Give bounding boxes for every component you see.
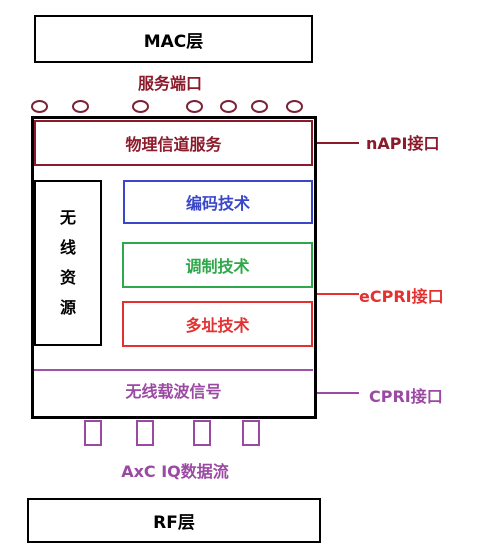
coding-tech-label: 编码技术 — [185, 194, 250, 213]
napi-interface-label: nAPI接口 — [366, 134, 440, 153]
radio-resources-box: 无 线 资 源 — [34, 180, 102, 346]
axc-iq-stream-label: AxC IQ数据流 — [121, 462, 229, 481]
ecpri-connector-line — [317, 293, 359, 295]
service-port-circle — [31, 100, 48, 113]
napi-connector-line — [317, 142, 359, 144]
axc-port — [84, 420, 102, 446]
modulation-tech-box: 调制技术 — [122, 242, 313, 288]
service-port-circle — [186, 100, 203, 113]
radio-resources-char: 无 — [59, 208, 76, 227]
physical-layer-box — [31, 116, 317, 419]
rf-layer-label: RF层 — [153, 513, 195, 533]
radio-carrier-signal-area: 无线载波信号 — [34, 372, 313, 408]
service-port-circle — [251, 100, 268, 113]
service-port-circle — [72, 100, 89, 113]
multiple-access-tech-label: 多址技术 — [185, 316, 250, 335]
ecpri-interface-label: eCPRI接口 — [359, 287, 444, 306]
radio-resources-char: 线 — [59, 238, 76, 257]
cpri-connector-line — [317, 392, 359, 394]
radio-carrier-signal-label: 无线载波信号 — [125, 382, 222, 401]
axc-port — [193, 420, 211, 446]
service-port-label: 服务端口 — [137, 74, 202, 93]
service-port-circle — [132, 100, 149, 113]
coding-tech-box: 编码技术 — [123, 180, 313, 224]
axc-port — [242, 420, 260, 446]
mac-layer-label: MAC层 — [143, 31, 204, 52]
radio-resources-char: 资 — [59, 268, 76, 287]
carrier-divider-line — [34, 369, 313, 371]
physical-channel-service-label: 物理信道服务 — [125, 135, 222, 154]
modulation-tech-label: 调制技术 — [185, 257, 250, 276]
axc-port — [136, 420, 154, 446]
multiple-access-tech-box: 多址技术 — [122, 301, 313, 347]
physical-channel-service-box: 物理信道服务 — [34, 120, 313, 166]
service-port-circle — [286, 100, 303, 113]
radio-resources-char: 源 — [59, 298, 76, 317]
rf-layer-box: RF层 — [27, 498, 321, 543]
mac-layer-box: MAC层 — [34, 15, 313, 63]
cpri-interface-label: CPRI接口 — [369, 387, 443, 406]
service-port-circle — [220, 100, 237, 113]
